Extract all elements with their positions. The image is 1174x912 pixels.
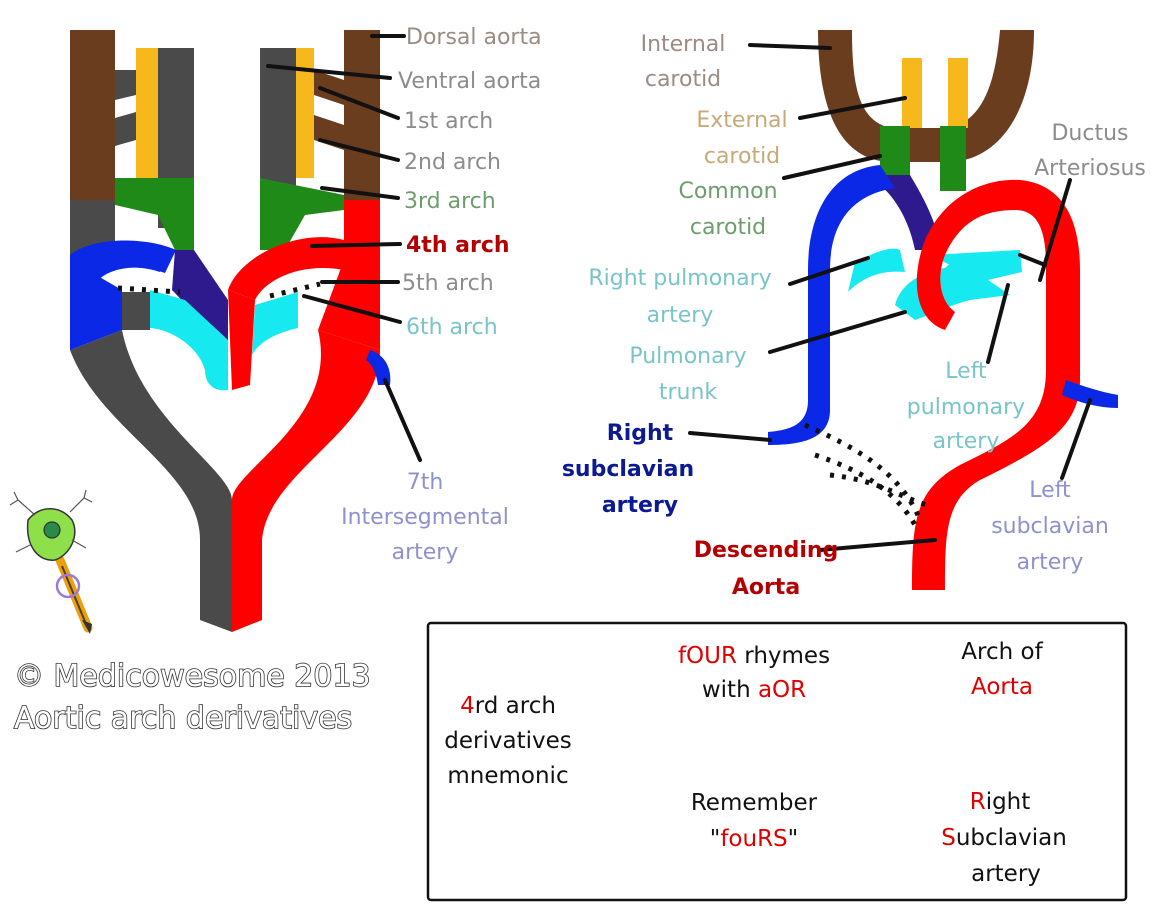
- arch-1-left: [115, 70, 136, 100]
- label-common-carotid-2: carotid: [690, 215, 766, 240]
- right-labels: Internal carotid External carotid Common…: [562, 32, 1146, 600]
- arch-5-left-dots: [117, 285, 181, 295]
- right-subclavian-artery-vessel: [768, 165, 895, 445]
- label-lpa-1: Left: [945, 359, 987, 384]
- common-carotid-left-side: [940, 126, 966, 191]
- label-ductus-1: Ductus: [1051, 121, 1128, 146]
- copyright-text: © Medicowesome 2013: [14, 659, 371, 694]
- label-rpa-2: artery: [647, 303, 714, 328]
- descending-aorta-trunk-right: [232, 330, 380, 632]
- arch-4-right-red: [228, 237, 344, 300]
- label-seventh-line2: Intersegmental: [341, 505, 509, 530]
- label-lsa-2: subclavian: [991, 514, 1109, 539]
- arch-3-right: [260, 178, 344, 250]
- label-rsa-1: Right: [607, 421, 674, 446]
- right-pulmonary-artery-vessel: [848, 248, 905, 292]
- dorsal-aorta-right-lower: [344, 200, 380, 260]
- mnemonic-box-border: [426, 621, 1128, 902]
- left-pointer-lines: [266, 34, 422, 462]
- label-ventral-aorta: Ventral aorta: [398, 69, 541, 94]
- mnemonic-c4-line3: artery: [971, 861, 1041, 887]
- mnemonic-c4-line1: Right: [970, 789, 1031, 815]
- left-subclavian-artery-vessel: [1062, 380, 1118, 408]
- label-lpa-3: artery: [933, 429, 1000, 454]
- red-heart-stem: [228, 290, 255, 390]
- mnemonic-c2-line2: Aorta: [971, 674, 1033, 700]
- indigo-segment-left: [172, 250, 228, 345]
- brachiocephalic-indigo: [880, 175, 940, 250]
- label-internal-carotid-1: Internal: [641, 32, 726, 57]
- label-seventh-line3: artery: [392, 540, 459, 565]
- left-labels: Dorsal aorta Ventral aorta 1st arch 2nd …: [341, 25, 541, 565]
- label-desc-2: Aorta: [732, 575, 800, 600]
- left-arch-diagram: [70, 30, 391, 632]
- label-lpa-2: pulmonary: [907, 395, 1025, 420]
- arch-6-right-cyan: [252, 292, 298, 355]
- credit-title: Aortic arch derivatives: [14, 701, 352, 736]
- mnemonic-left-line1: 4rd arch: [460, 693, 556, 719]
- label-trunk-1: Pulmonary: [629, 344, 746, 369]
- aortic-arch-vessel: [912, 179, 1080, 591]
- external-carotid-left: [136, 48, 158, 178]
- lower-left-grey-branch: [122, 292, 150, 330]
- mnemonic-c4-line2: Subclavian: [941, 825, 1067, 851]
- dorsal-aorta-left-upper: [70, 30, 115, 210]
- mnemonic-c3-line1: Remember: [691, 790, 818, 816]
- arch-5-right-dots: [269, 281, 321, 299]
- mnemonic-left-line2: derivatives: [444, 728, 571, 754]
- regressed-right-dorsal-aorta-dots-2: [814, 452, 918, 527]
- external-carotid-left-side: [948, 58, 968, 128]
- label-arch-4: 4th arch: [406, 233, 510, 258]
- label-arch-5: 5th arch: [402, 271, 494, 296]
- label-desc-1: Descending: [694, 538, 839, 563]
- label-seventh-line1: 7th: [407, 470, 444, 495]
- label-rsa-2: subclavian: [562, 457, 694, 482]
- arch-3-left: [115, 178, 194, 250]
- mnemonic-c1-line2: with aOR: [702, 677, 806, 703]
- label-external-carotid-2: carotid: [704, 144, 780, 169]
- label-rsa-3: artery: [602, 493, 678, 518]
- neuron-pencil-logo: [9, 489, 93, 634]
- mnemonic-c1-line1: fOUR rhymes: [678, 643, 830, 669]
- regressed-right-dorsal-aorta-dots-3: [829, 472, 929, 508]
- label-arch-1: 1st arch: [404, 109, 493, 134]
- label-trunk-2: trunk: [659, 380, 718, 405]
- mnemonic-box: 4rd arch derivatives mnemonic fOUR rhyme…: [426, 621, 1128, 902]
- external-carotid-right-side: [902, 58, 922, 128]
- mnemonic-c3-line2: "fouRS": [710, 826, 799, 852]
- label-common-carotid-1: Common: [678, 179, 777, 204]
- label-lsa-3: artery: [1017, 550, 1084, 575]
- arch-6-left-cyan: [150, 290, 228, 391]
- arch-4-left-blue-body: [70, 240, 176, 350]
- label-rpa-1: Right pulmonary: [588, 266, 771, 291]
- internal-carotids: [818, 30, 1034, 162]
- label-arch-2: 2nd arch: [404, 150, 501, 175]
- label-arch-3: 3rd arch: [404, 189, 496, 214]
- label-ductus-2: Arteriosus: [1034, 156, 1146, 181]
- arch-2-left: [115, 112, 136, 146]
- label-dorsal-aorta: Dorsal aorta: [406, 25, 542, 50]
- mnemonic-left-line3: mnemonic: [447, 763, 568, 789]
- dorsal-aorta-trunk-left: [70, 330, 232, 632]
- mnemonic-c2-line1: Arch of: [961, 639, 1043, 665]
- label-internal-carotid-2: carotid: [645, 67, 721, 92]
- right-pointer-lines: [688, 43, 1092, 552]
- dorsal-aorta-right-upper: [344, 30, 380, 210]
- seventh-intersegmental-stub: [366, 350, 391, 385]
- label-lsa-1: Left: [1029, 478, 1071, 503]
- label-external-carotid-1: External: [696, 108, 787, 133]
- label-arch-6: 6th arch: [406, 315, 498, 340]
- left-pulmonary-artery-vessel: [930, 250, 1022, 280]
- regressed-right-dorsal-aorta-dots: [803, 422, 923, 521]
- external-carotid-right: [296, 48, 314, 178]
